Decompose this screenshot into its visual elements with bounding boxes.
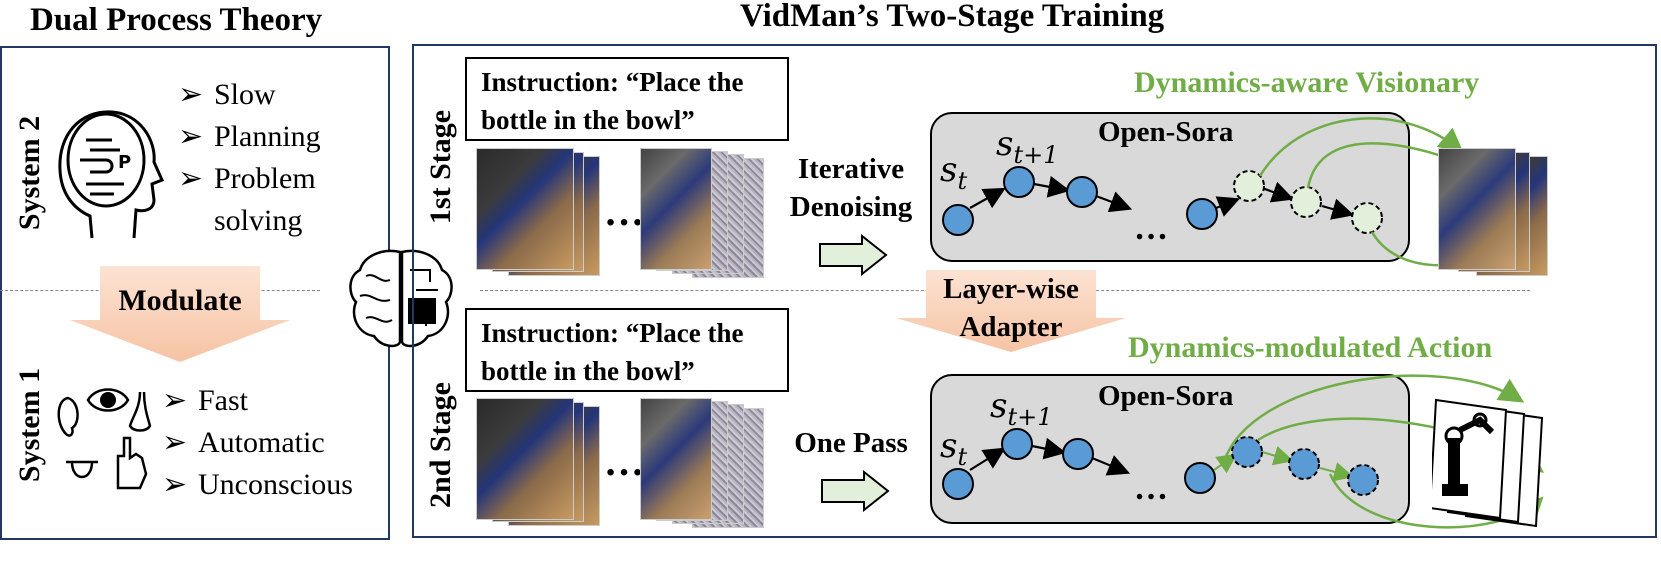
trait-item: solving <box>214 204 303 237</box>
stage1-node <box>1186 198 1218 230</box>
trait-item: ➢Slow <box>178 74 321 116</box>
left-title: Dual Process Theory <box>30 2 323 38</box>
stage1-node-ellipsis: … <box>1134 210 1168 247</box>
ear-icon <box>57 396 79 437</box>
modulate-arrow-icon <box>70 266 290 362</box>
adapter-arrow-icon <box>896 270 1126 352</box>
bullet-arrow-icon: ➢ <box>178 78 204 111</box>
nose-icon <box>128 391 152 432</box>
right-title: VidMan’s Two-Stage Training <box>740 0 1165 34</box>
stage1-pred-node <box>1233 170 1265 202</box>
stage2-instruction: Instruction: “Place the bottle in the bo… <box>465 308 789 392</box>
stage1-output-frames <box>1436 148 1548 278</box>
eye-icon <box>86 388 130 412</box>
trait-item: ➢Planning <box>178 116 321 158</box>
bullet-arrow-icon: ➢ <box>162 426 188 459</box>
stage1-node <box>1066 176 1098 208</box>
stage1-node <box>1003 166 1035 198</box>
trait-item: ➢Problem <box>178 158 321 200</box>
stage2-ellipsis: … <box>604 439 644 484</box>
bullet-arrow-icon: ➢ <box>178 162 204 195</box>
senses-icon-group <box>57 388 152 490</box>
stage1-pred-node <box>1290 186 1322 218</box>
stage1-input-frames <box>472 148 602 278</box>
stage2-pred-node <box>1231 436 1263 468</box>
stage2-node <box>1062 438 1094 470</box>
stage2-state-t: st <box>940 426 968 471</box>
stage2-node-ellipsis: … <box>1134 470 1168 507</box>
robot-arm-icon <box>1432 398 1544 528</box>
modulate-label: Modulate <box>118 284 242 317</box>
stage1-right-arrow-icon <box>819 234 888 276</box>
stage2-node <box>1001 428 1033 460</box>
stage2-node <box>942 468 974 500</box>
stage1-node <box>942 204 974 236</box>
stage1-instruction: Instruction: “Place the bottle in the bo… <box>465 57 789 141</box>
two-stage-panel <box>412 44 1657 538</box>
hand-icon <box>116 436 148 490</box>
stage2-state-t1: st+1 <box>990 386 1053 431</box>
svg-text:P: P <box>118 152 131 173</box>
stage2-output-label: Dynamics-modulated Action <box>1128 331 1493 364</box>
stage1-state-t1: st+1 <box>996 124 1059 169</box>
head-profile-icon: P <box>58 110 165 239</box>
stage2-pred-node <box>1288 448 1320 480</box>
trait-item: ➢Unconscious <box>162 464 353 506</box>
stage2-input-frames <box>472 398 602 528</box>
trait-item: ➢Fast <box>162 380 353 422</box>
system1-trait-list: ➢Fast ➢Automatic ➢Unconscious <box>162 380 353 506</box>
stage2-noisy-frames <box>636 398 766 528</box>
stage2-process-label: One Pass <box>794 427 908 459</box>
bullet-arrow-icon: ➢ <box>162 384 188 417</box>
stage2-node <box>1184 462 1216 494</box>
bullet-arrow-icon: ➢ <box>162 468 188 501</box>
stage1-noisy-frames <box>636 148 766 278</box>
adapter-label: Layer-wise Adapter <box>943 273 1079 343</box>
tongue-icon <box>66 460 98 479</box>
stage1-process-label: Iterative Denoising <box>789 153 913 223</box>
stage1-state-t: st <box>940 150 968 195</box>
stage2-open-sora-title: Open-Sora <box>1098 380 1234 412</box>
bullet-arrow-icon: ➢ <box>178 120 204 153</box>
stage1-pred-node <box>1351 202 1383 234</box>
system2-trait-list: ➢Slow ➢Planning ➢Problem solving <box>178 74 321 242</box>
stage2-pred-node <box>1347 464 1379 496</box>
brain-chip-icon <box>349 249 453 348</box>
stage2-right-arrow-icon <box>821 470 890 512</box>
trait-item: ➢Automatic <box>162 422 353 464</box>
stage1-output-label: Dynamics-aware Visionary <box>1134 66 1480 99</box>
stage1-open-sora-title: Open-Sora <box>1098 116 1234 148</box>
stage1-ellipsis: … <box>604 189 644 234</box>
